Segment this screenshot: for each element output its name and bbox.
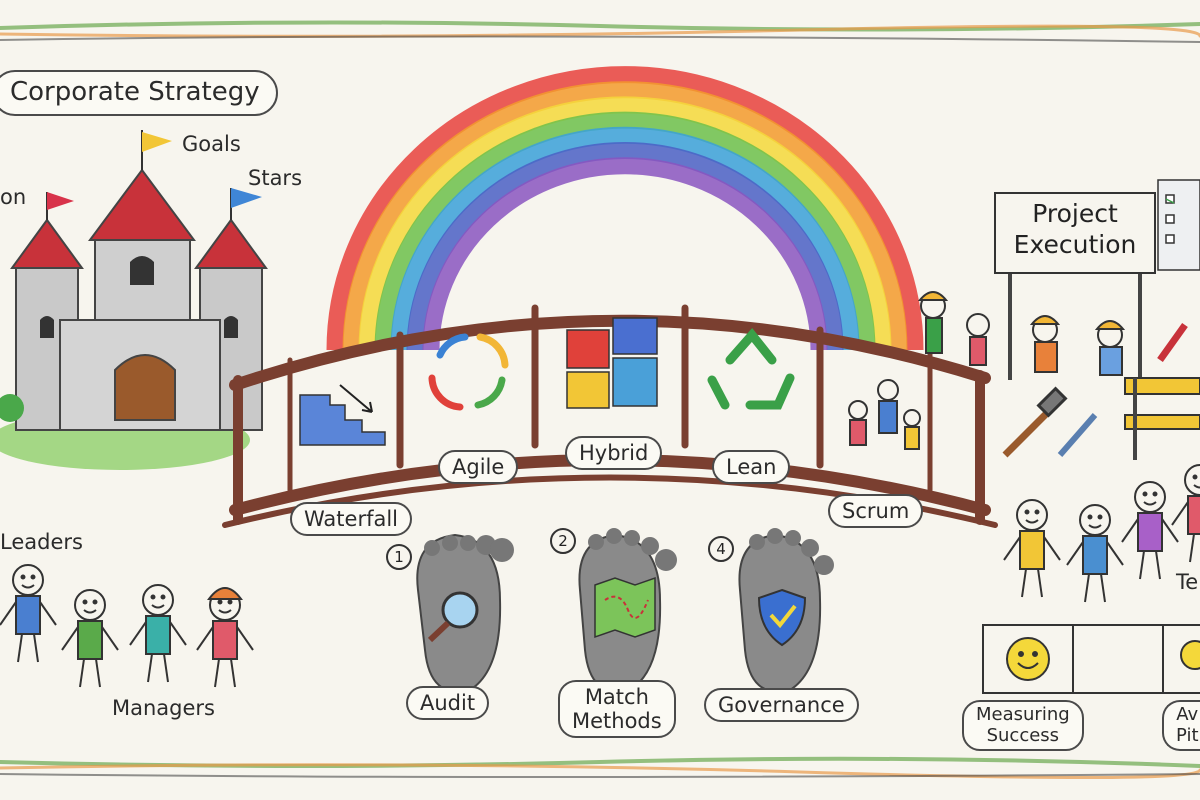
method-waterfall-label: Waterfall bbox=[290, 502, 413, 537]
rainbow-band bbox=[422, 157, 828, 351]
cycle-arrows-icon bbox=[428, 333, 509, 411]
map-icon bbox=[594, 576, 656, 639]
rainbow-band bbox=[358, 96, 892, 351]
construction-workers bbox=[1029, 315, 1126, 376]
castle bbox=[0, 130, 268, 470]
step-match-methods-label: Match Methods bbox=[558, 680, 676, 739]
magnifier-icon bbox=[427, 591, 479, 643]
execution-sign-line1: Project bbox=[1032, 199, 1118, 228]
execution-sign-board bbox=[994, 192, 1156, 380]
workers-on-bridge bbox=[917, 291, 990, 366]
method-scrum-label: Scrum bbox=[828, 494, 924, 529]
tools-icon bbox=[1002, 322, 1188, 458]
stick-figure bbox=[1121, 481, 1179, 580]
stick-figure bbox=[1003, 499, 1061, 598]
method-lean-label: Lean bbox=[712, 450, 791, 485]
stick-figure bbox=[1171, 464, 1200, 563]
recycle-icon bbox=[707, 328, 795, 410]
rainbow-band bbox=[406, 142, 844, 351]
rainbow-band bbox=[342, 81, 908, 351]
top-border bbox=[0, 20, 1200, 43]
execution-sign: Project Execution bbox=[1000, 198, 1150, 261]
barrier-icon bbox=[1124, 377, 1200, 460]
checklist-icon bbox=[1157, 179, 1200, 271]
page-title: Corporate Strategy bbox=[0, 70, 278, 116]
teams-label-fragment: Te bbox=[1176, 570, 1199, 594]
stick-figure bbox=[129, 584, 187, 683]
rainbow-band bbox=[326, 66, 924, 351]
step-governance-label: Governance bbox=[704, 688, 859, 723]
rainbow-band bbox=[374, 111, 876, 351]
leaders-label: Leaders bbox=[0, 530, 83, 554]
stars-label: Stars bbox=[248, 166, 303, 190]
managers-label: Managers bbox=[112, 696, 215, 720]
bottom-border bbox=[0, 756, 1200, 780]
rainbow bbox=[326, 66, 924, 351]
step-number-1: 1 bbox=[386, 544, 412, 570]
stairs-icon bbox=[299, 384, 386, 446]
step-audit-label: Audit bbox=[406, 686, 490, 721]
step-number-2: 2 bbox=[550, 528, 576, 554]
team-icon bbox=[848, 379, 921, 450]
step-number-4: 4 bbox=[708, 536, 734, 562]
stick-figure bbox=[0, 564, 57, 663]
method-hybrid-label: Hybrid bbox=[565, 436, 663, 471]
lightbulb-icon bbox=[1180, 640, 1200, 670]
stick-figure bbox=[61, 589, 119, 688]
method-agile-label: Agile bbox=[438, 450, 519, 485]
puzzle-icon bbox=[566, 317, 658, 409]
vision-label-fragment: on bbox=[0, 185, 27, 209]
stick-figure bbox=[196, 587, 254, 688]
smiley-icon bbox=[1006, 637, 1050, 681]
measuring-success-label: Measuring Success bbox=[962, 700, 1084, 752]
shield-check-icon bbox=[757, 588, 807, 647]
avoid-pitfalls-label-fragment: Av Pit bbox=[1162, 700, 1200, 752]
execution-sign-line2: Execution bbox=[1013, 230, 1137, 260]
teams-group bbox=[1003, 464, 1200, 603]
leaders-managers-group bbox=[0, 564, 254, 688]
rainbow-band bbox=[390, 126, 860, 351]
stick-figure bbox=[1066, 504, 1124, 603]
goals-label: Goals bbox=[182, 132, 241, 156]
